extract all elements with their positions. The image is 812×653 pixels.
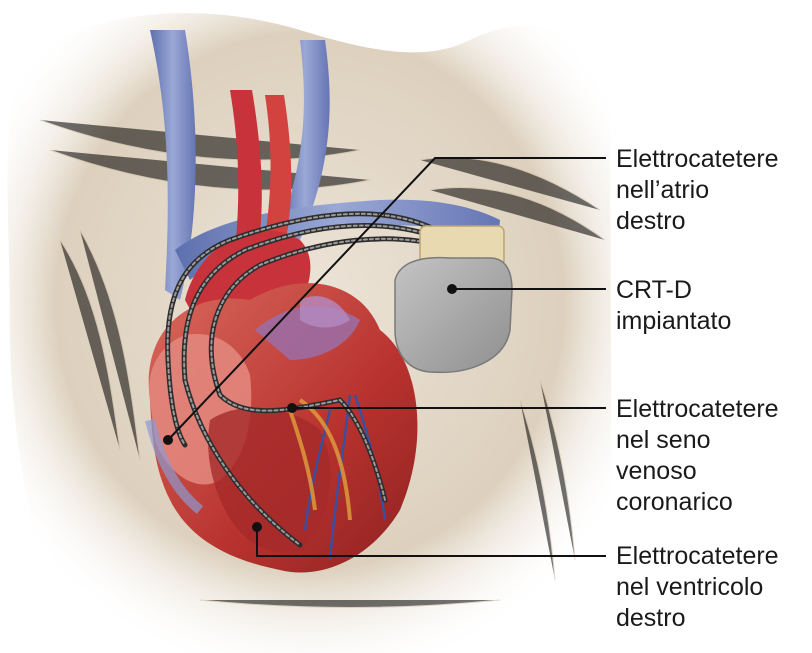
label-device-line-1: CRT-D xyxy=(616,275,731,306)
label-rv-lead-line-1: Elettrocatetere xyxy=(616,541,779,572)
label-cs-lead-line-2: nel seno xyxy=(616,425,779,456)
label-ra-lead-line-3: destro xyxy=(616,206,779,237)
label-device-line-2: impiantato xyxy=(616,306,731,337)
label-rv-lead: Elettrocatetere nel ventricolo destro xyxy=(616,541,779,634)
label-cs-lead-line-3: venoso xyxy=(616,456,779,487)
label-rv-lead-line-3: destro xyxy=(616,603,779,634)
label-device: CRT-D impiantato xyxy=(616,275,731,337)
label-ra-lead: Elettrocatetere nell’atrio destro xyxy=(616,144,779,237)
dot-cs-lead xyxy=(287,403,297,413)
label-rv-lead-line-2: nel ventricolo xyxy=(616,572,779,603)
label-cs-lead: Elettrocatetere nel seno venoso coronari… xyxy=(616,394,779,518)
dot-rv-lead xyxy=(252,522,262,532)
label-ra-lead-line-1: Elettrocatetere xyxy=(616,144,779,175)
label-cs-lead-line-1: Elettrocatetere xyxy=(616,394,779,425)
label-ra-lead-line-2: nell’atrio xyxy=(616,175,779,206)
dot-ra-lead xyxy=(163,435,173,445)
label-cs-lead-line-4: coronarico xyxy=(616,487,779,518)
dot-device xyxy=(447,284,457,294)
